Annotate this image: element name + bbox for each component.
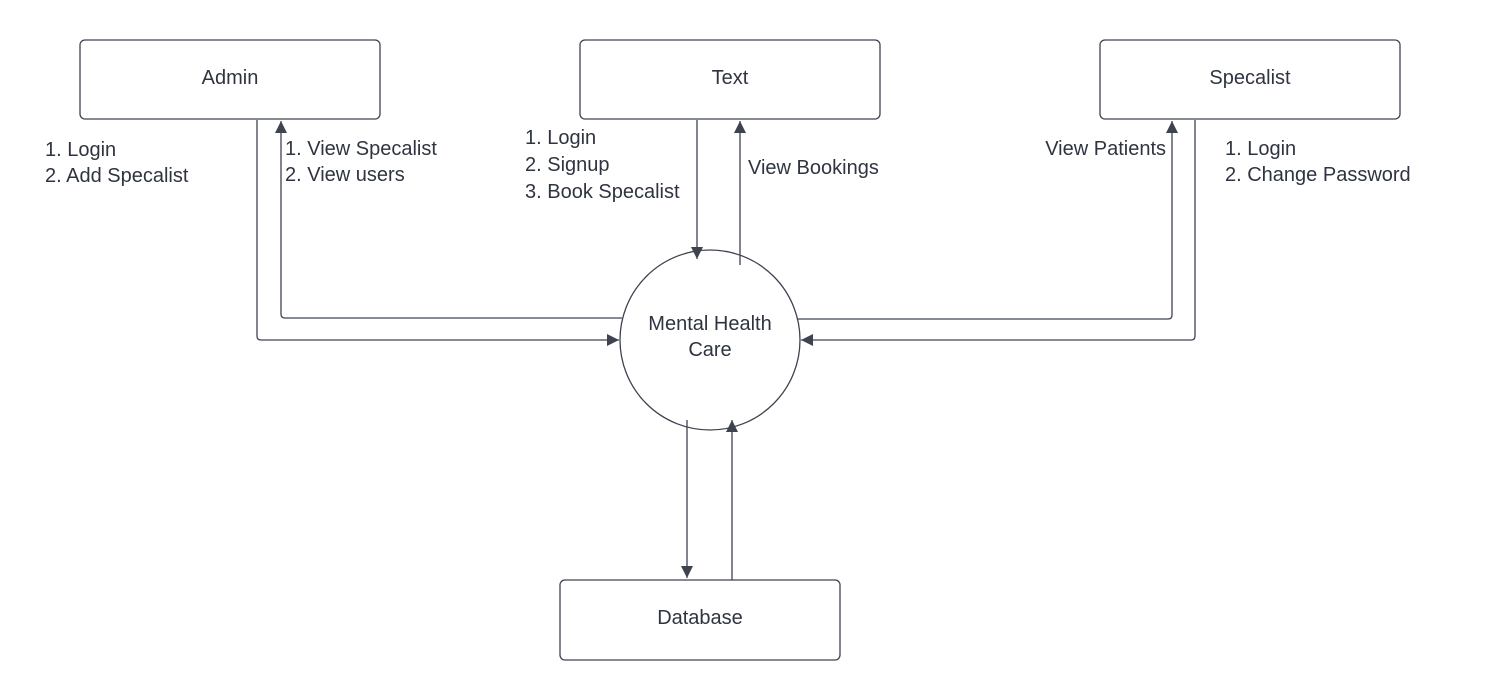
text-input-flow-label: 1. Login 2. Signup 3. Book Specalist (525, 127, 680, 203)
admin-to-system-arrow (256, 120, 619, 346)
database-label: Database (657, 607, 743, 629)
database-entity[interactable]: Database (559, 579, 841, 661)
specalist-entity[interactable]: Specalist (1099, 39, 1401, 120)
admin-input-flow-label: 1. Login 2. Add Specalist (45, 139, 189, 187)
flow-label-line: 3. Book Specalist (525, 181, 680, 203)
text-entity[interactable]: Text (579, 39, 881, 120)
admin-label: Admin (202, 67, 259, 89)
flow-label-line: 2. Change Password (1225, 164, 1411, 186)
specalist-to-system-arrow (801, 120, 1196, 346)
flow-label-line: 1. Login (525, 127, 596, 149)
process-circle (619, 249, 801, 431)
process-label-line1: Mental Health (648, 313, 771, 335)
flow-label-line: 1. Login (1225, 138, 1296, 160)
system-to-admin-arrow (275, 121, 622, 319)
admin-box (79, 39, 381, 120)
flow-label-line: View Bookings (748, 157, 879, 179)
specalist-label: Specalist (1209, 67, 1291, 89)
specalist-output-flow-label: View Patients (1045, 138, 1166, 160)
specalist-input-flow-label: 1. Login 2. Change Password (1225, 138, 1411, 186)
flow-label-line: View Patients (1045, 138, 1166, 160)
flow-label-line: 1. View Specalist (285, 138, 437, 160)
process-mental-health-care[interactable]: Mental Health Care (619, 249, 801, 431)
admin-output-flow-label: 1. View Specalist 2. View users (285, 138, 437, 186)
specalist-box (1099, 39, 1401, 120)
flow-label-line: 2. Add Specalist (45, 165, 189, 187)
database-box (559, 579, 841, 661)
flow-label-line: 1. Login (45, 139, 116, 161)
text-box (579, 39, 881, 120)
flow-label-line: 2. Signup (525, 154, 610, 176)
text-output-flow-label: View Bookings (748, 157, 879, 179)
flow-label-line: 2. View users (285, 164, 405, 186)
admin-entity[interactable]: Admin (79, 39, 381, 120)
text-label: Text (712, 67, 749, 89)
system-to-specalist-arrow (798, 121, 1178, 320)
process-label-line2: Care (688, 339, 731, 361)
